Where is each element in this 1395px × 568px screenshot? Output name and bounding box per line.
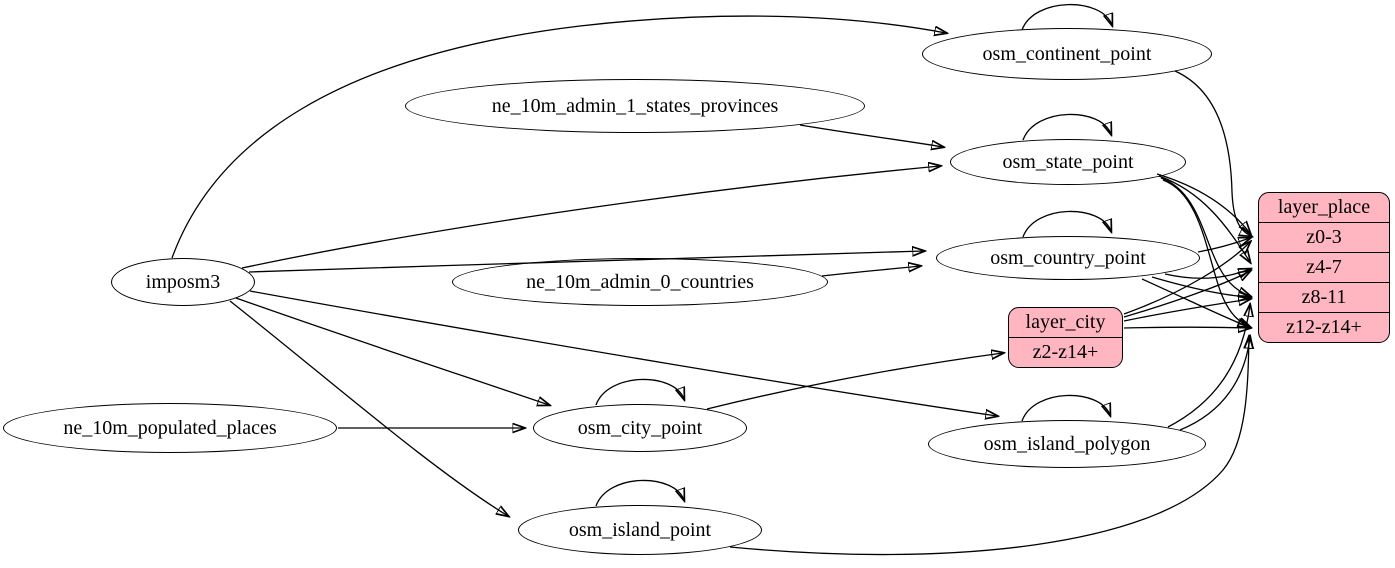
node-osm-island-point: osm_island_point — [518, 505, 762, 555]
edge-ne_10m_admin_1_states_provinces-to-osm_state_point — [799, 124, 943, 147]
self-loop-osm_continent_point — [1021, 3, 1112, 31]
record-row-z0-3: z0-3 — [1259, 222, 1389, 252]
node-label: ne_10m_admin_0_countries — [526, 270, 754, 293]
node-label: osm_continent_point — [982, 42, 1152, 65]
node-ne-10m-admin-0-countries: ne_10m_admin_0_countries — [452, 258, 828, 306]
edge-osm_island_polygon-to-layer_place-z12-z14 — [1179, 337, 1250, 431]
node-imposm3: imposm3 — [111, 258, 255, 306]
node-label: osm_state_point — [1002, 150, 1134, 173]
node-label: imposm3 — [145, 270, 221, 293]
node-osm-state-point: osm_state_point — [950, 139, 1186, 185]
node-ne-10m-admin-1-states-provinces: ne_10m_admin_1_states_provinces — [405, 79, 865, 133]
node-osm-country-point: osm_country_point — [936, 236, 1200, 280]
edge-osm_city_point-to-layer_city-z2-z14 — [706, 353, 1003, 410]
edge-imposm3-to-osm_state_point — [241, 166, 940, 269]
edge-osm_country_point-to-layer_place-z4-7 — [1164, 269, 1250, 278]
edge-osm_state_point-to-layer_place-z0-3 — [1156, 173, 1250, 233]
node-label: osm_country_point — [990, 246, 1146, 269]
edge-layer_city-to-layer_place-z12-z14 — [1123, 327, 1250, 328]
self-loop-osm_state_point — [1022, 113, 1111, 141]
edge-osm_country_point-to-layer_place-z12-z14 — [1141, 278, 1249, 327]
node-osm-city-point: osm_city_point — [533, 404, 747, 452]
record-title: layer_place — [1277, 196, 1371, 218]
edge-imposm3-to-osm_continent_point — [171, 15, 946, 259]
node-label: osm_island_polygon — [983, 432, 1151, 455]
node-label: ne_10m_admin_1_states_provinces — [491, 94, 779, 117]
node-osm-island-polygon: osm_island_polygon — [928, 420, 1206, 468]
node-layer-place: layer_place z0-3 z4-7 z8-11 z12-z14+ — [1258, 192, 1390, 343]
self-loop-osm_island_point — [595, 479, 684, 507]
self-loop-osm_island_polygon — [1021, 394, 1110, 422]
edge-osm_country_point-to-layer_place-z8-11 — [1151, 276, 1250, 297]
node-layer-city: layer_city z2-z14+ — [1008, 307, 1123, 368]
record-row-z12-z14: z12-z14+ — [1259, 312, 1389, 342]
edge-osm_continent_point-to-layer_place-z0-3 — [1174, 70, 1251, 236]
node-label: ne_10m_populated_places — [63, 416, 277, 439]
edge-osm_state_point-to-layer_place-z8-11 — [1160, 177, 1250, 296]
edge-osm_country_point-to-layer_place-z0-3 — [1197, 238, 1250, 253]
node-ne-10m-populated-places: ne_10m_populated_places — [3, 403, 337, 453]
self-loop-osm_country_point — [1022, 210, 1111, 238]
edge-ne_10m_admin_0_countries-to-osm_country_point — [821, 266, 920, 277]
node-osm-continent-point: osm_continent_point — [922, 28, 1212, 80]
edge-osm_island_polygon-to-layer_place-z8-11 — [1167, 305, 1250, 428]
edge-imposm3-to-osm_island_polygon — [249, 290, 997, 416]
edge-layer_city-to-layer_place-z4-7 — [1123, 271, 1250, 318]
node-label: osm_city_point — [577, 416, 703, 439]
record-row-z2-z14: z2-z14+ — [1009, 337, 1122, 367]
self-loop-osm_city_point — [595, 378, 684, 406]
record-row-z4-7: z4-7 — [1259, 252, 1389, 282]
edge-layer_city-to-layer_place-z8-11 — [1123, 299, 1250, 322]
record-title: layer_city — [1025, 311, 1106, 333]
node-label: osm_island_point — [568, 518, 712, 541]
record-row-z8-11: z8-11 — [1259, 282, 1389, 312]
edge-imposm3-to-osm_city_point — [235, 297, 549, 405]
